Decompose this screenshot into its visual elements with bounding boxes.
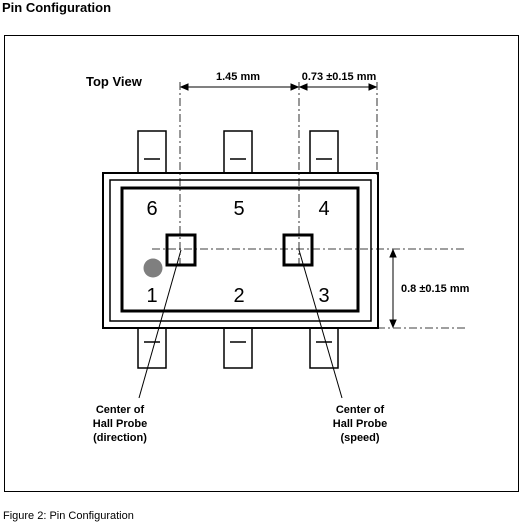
probe-speed-label-1: Center of (336, 404, 385, 416)
leader-lines (138, 249, 343, 399)
package-outline (102, 172, 379, 329)
probe-direction-label-2: Hall Probe (93, 418, 147, 430)
pin-tab-1 (137, 325, 167, 369)
pin-number-3: 3 (318, 285, 329, 307)
pin-tab-5 (223, 130, 253, 174)
page-heading: Pin Configuration (2, 0, 112, 15)
dim-probe-spacing: 1.45 mm (216, 71, 260, 83)
probe-direction-label-3: (direction) (93, 432, 147, 444)
pin-number-5: 5 (233, 198, 244, 220)
pin-tab-3 (309, 325, 339, 369)
package-die-outline (120, 186, 360, 313)
dim-offset-horizontal: 0.73 ±0.15 mm (302, 71, 377, 83)
pin-number-4: 4 (318, 198, 329, 220)
top-view-label: Top View (86, 74, 143, 89)
hall-probe-direction (165, 233, 197, 267)
pin-tab-2 (223, 325, 253, 369)
pin-tab-6 (137, 130, 167, 174)
probe-direction-label-1: Center of (96, 404, 145, 416)
center-lines (152, 82, 465, 329)
hall-probe-speed (282, 233, 314, 267)
probe-speed-label-3: (speed) (340, 432, 379, 444)
dim-offset-vertical: 0.8 ±0.15 mm (401, 283, 470, 295)
pin-number-2: 2 (233, 285, 244, 307)
pin-number-1: 1 (146, 285, 157, 307)
pin1-marker (143, 258, 163, 278)
package-inner-outline (109, 179, 372, 322)
pin-tabs-top (137, 130, 339, 174)
pin-tab-4 (309, 130, 339, 174)
pin-tabs-bottom (137, 325, 339, 369)
pin-number-6: 6 (146, 198, 157, 220)
dimension-lines (179, 83, 397, 329)
probe-speed-label-2: Hall Probe (333, 418, 387, 430)
figure-caption: Figure 2: Pin Configuration (3, 510, 134, 522)
figure-frame (4, 35, 519, 492)
